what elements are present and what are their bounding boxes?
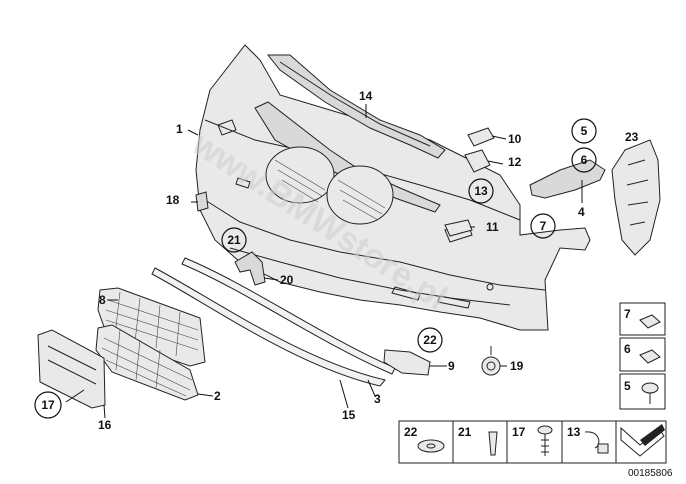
label-18: 18 [166,193,180,207]
label-22: 22 [423,333,437,347]
legend-label-17: 17 [512,425,526,439]
part-8-grille [97,287,206,367]
part-10-clip [467,127,495,147]
part-12-clip [464,149,491,173]
circle-7 [530,213,556,239]
label-3: 3 [374,392,381,406]
clip-nut-icon-2 [639,349,661,364]
label-17: 17 [41,398,55,412]
part-16-plate-base [37,329,106,409]
arrow-icon [620,426,665,457]
label-15: 15 [342,408,356,422]
circle-13 [468,178,494,204]
legend-box-5 [619,373,666,410]
washer-icon [417,439,445,453]
legend-label-13: 13 [567,425,581,439]
circle-22 [417,327,443,353]
legend-label-21: 21 [458,425,472,439]
label-11: 11 [486,220,499,234]
part-19-grommet [481,346,501,376]
legend-label-7: 7 [624,307,631,321]
label-6: 6 [581,153,588,167]
label-1: 1 [176,122,183,136]
legend-label-6: 6 [624,342,631,356]
label-13: 13 [474,184,488,198]
clip-nut-icon [639,314,661,329]
label-21: 21 [227,233,241,247]
screw-head-icon [641,382,659,394]
legend-right: 7 6 5 [619,302,666,410]
label-14: 14 [359,89,373,103]
screw-icon [537,425,553,435]
arrow-shade-icon [640,424,665,446]
rivet-icon [488,431,498,456]
part-labels: 1 2 3 4 8 9 10 11 12 14 15 16 18 19 20 2… [98,89,639,432]
circle-6 [571,147,597,173]
label-23: 23 [625,130,639,144]
leader-lines [65,104,583,419]
label-9: 9 [448,359,455,373]
circle-17 [34,391,62,419]
circled-labels: 5 6 7 13 21 22 17 [34,118,597,419]
bumper-cover [195,44,591,331]
part-20-bracket [234,251,266,286]
label-16: 16 [98,418,112,432]
circle-21 [221,227,247,253]
part-23-carrier [611,139,661,256]
document-number: 00185806 [628,468,673,479]
label-5: 5 [581,124,588,138]
label-10: 10 [508,132,522,146]
legend-label-22: 22 [404,425,418,439]
part-14-support-strip [266,54,446,159]
label-20: 20 [280,273,294,287]
part-18-clip [195,191,209,212]
label-12: 12 [508,155,522,169]
legend-bottom: 22 21 17 13 00185806 [398,420,673,479]
part-4-bracket [529,159,606,199]
label-2: 2 [214,389,221,403]
part-9-trim [383,349,431,376]
label-19: 19 [510,359,524,373]
label-7: 7 [540,219,547,233]
part-2-lower-grille [95,324,199,401]
part-3-moulding [181,257,396,375]
part-15-moulding [151,267,386,387]
label-4: 4 [578,205,585,219]
wire-icon [584,431,600,449]
connector-icon [597,443,609,454]
part-11-cap [444,219,473,237]
legend-label-5: 5 [624,379,631,393]
label-8: 8 [99,293,106,307]
circle-5 [571,118,597,144]
